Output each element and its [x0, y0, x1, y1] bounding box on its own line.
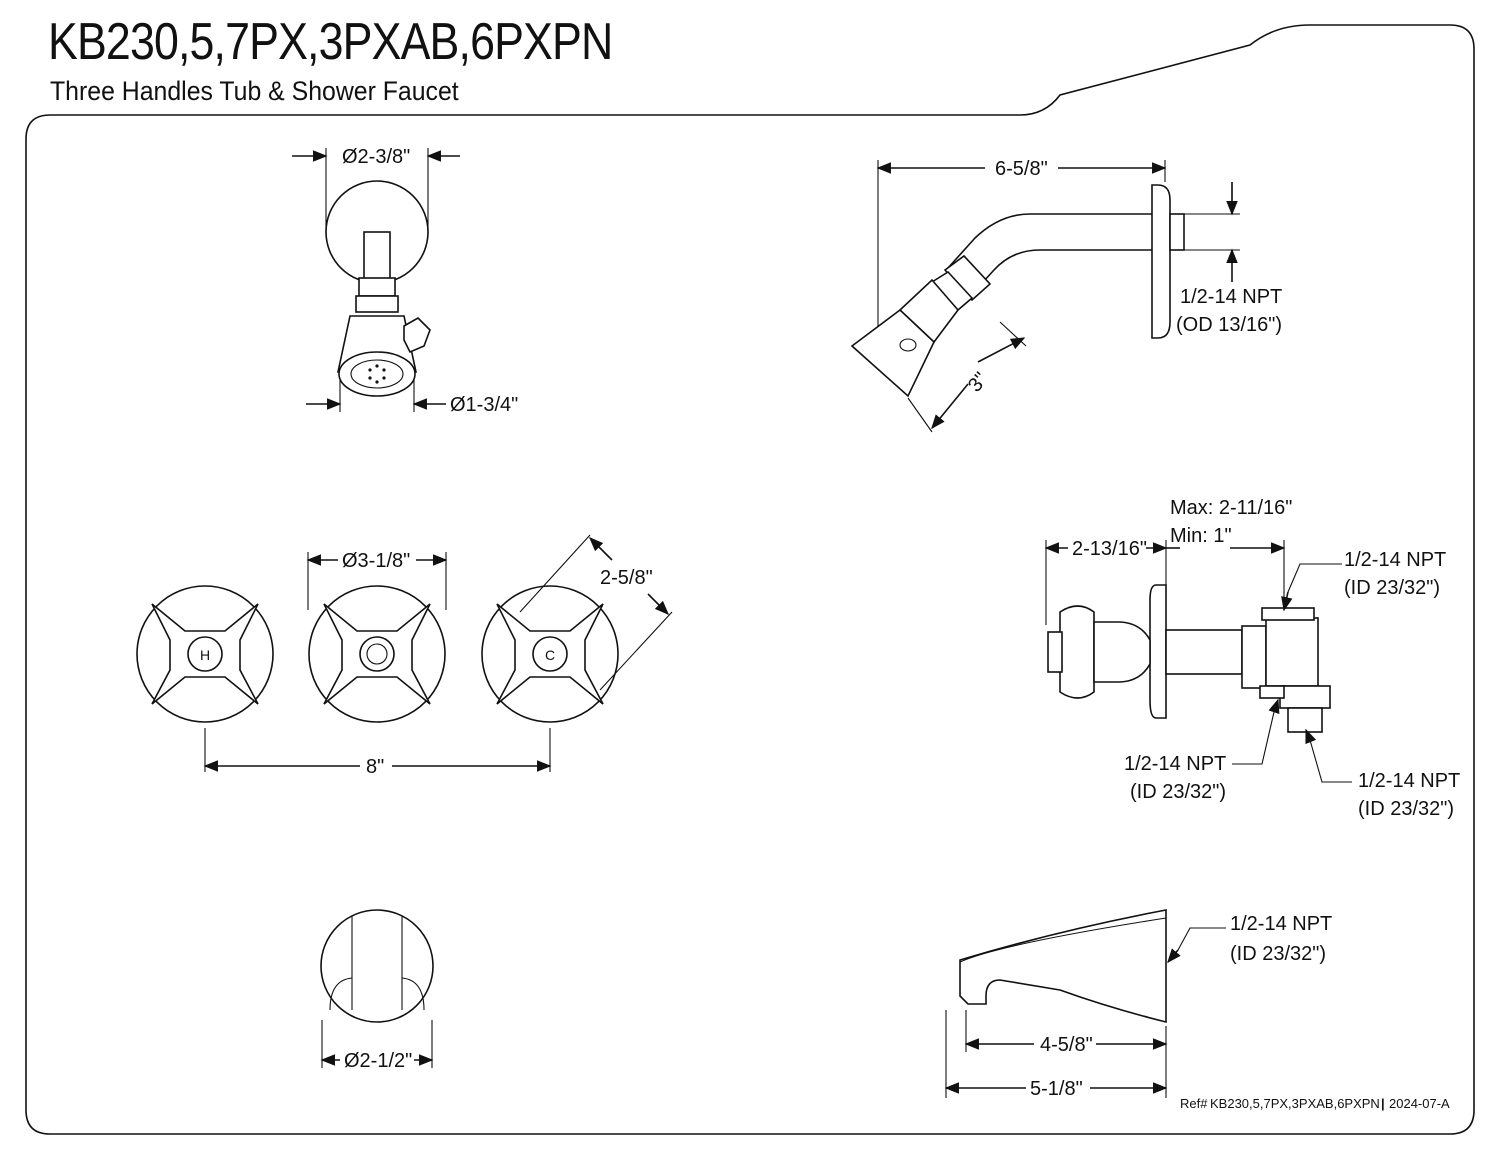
centers-label: 8" — [366, 756, 384, 778]
spout-npt-2: (ID 23/32") — [1230, 943, 1326, 965]
valve-side-view: Max: 2-11/16" Min: 1" 2-13/16" 1/2-14 NP — [1044, 497, 1460, 820]
spout-reach-outer: 5-1/8" — [1030, 1078, 1083, 1100]
valve-npt-top-1: 1/2-14 NPT — [1344, 549, 1446, 571]
arm-npt-line2: (OD 13/16") — [1176, 314, 1282, 336]
svg-text:|: | — [1381, 1096, 1385, 1111]
head-length-label: 3" — [964, 368, 993, 396]
flange-dia-label: Ø2-3/8" — [342, 146, 410, 168]
valve-npt-left-2: (ID 23/32") — [1130, 781, 1226, 803]
arm-length-label: 6-5/8" — [995, 158, 1048, 180]
escutcheon-dia-label: Ø3-1/8" — [342, 550, 410, 572]
arm-npt-line1: 1/2-14 NPT — [1180, 286, 1282, 308]
valve-npt-top-2: (ID 23/32") — [1344, 577, 1440, 599]
handle-span-label: 2-5/8" — [600, 567, 653, 589]
spout-side-view: 1/2-14 NPT (ID 23/32") 4-5/8" 5-1/8" — [944, 909, 1332, 1100]
valve-npt-left-1: 1/2-14 NPT — [1124, 753, 1226, 775]
handles-front-view: Ø3-1/8" H C 2-5/ — [136, 534, 673, 778]
shower-side-view: 6-5/8" 1/2-14 NPT (OD 13/16") 3" — [850, 158, 1282, 433]
spray-holes — [368, 364, 386, 384]
hot-mark: H — [200, 647, 210, 663]
spout-dia-label: Ø2-1/2" — [344, 1050, 412, 1072]
footer-ref: Ref# KB230,5,7PX,3PXAB,6PXPN | 2024-07-A — [1180, 1096, 1450, 1111]
sheet-frame — [25, 24, 1475, 1135]
hot-handle: H — [136, 585, 274, 723]
ref-model: KB230,5,7PX,3PXAB,6PXPN — [1210, 1096, 1380, 1111]
spout-front-view: Ø2-1/2" — [320, 909, 434, 1072]
ref-revision: 2024-07-A — [1389, 1096, 1450, 1111]
cold-mark: C — [545, 647, 555, 663]
valve-depth-label: 2-13/16" — [1072, 538, 1147, 560]
spout-npt-1: 1/2-14 NPT — [1230, 913, 1332, 935]
max-depth-label: Max: 2-11/16" — [1170, 497, 1292, 519]
cold-handle: C — [481, 585, 619, 723]
head-dia-label: Ø1-3/4" — [450, 394, 518, 416]
ref-prefix: Ref# — [1180, 1096, 1208, 1111]
valve-npt-right-1: 1/2-14 NPT — [1358, 770, 1460, 792]
diverter-handle — [308, 585, 446, 723]
shower-front-view: Ø2-3/8" Ø1-3/4" — [292, 146, 518, 416]
spout-reach-inner: 4-5/8" — [1040, 1034, 1093, 1056]
min-depth-label: Min: 1" — [1170, 525, 1232, 547]
model-title: KB230,5,7PX,3PXAB,6PXPN — [48, 13, 613, 71]
product-subtitle: Three Handles Tub & Shower Faucet — [50, 76, 459, 106]
valve-npt-right-2: (ID 23/32") — [1358, 798, 1454, 820]
